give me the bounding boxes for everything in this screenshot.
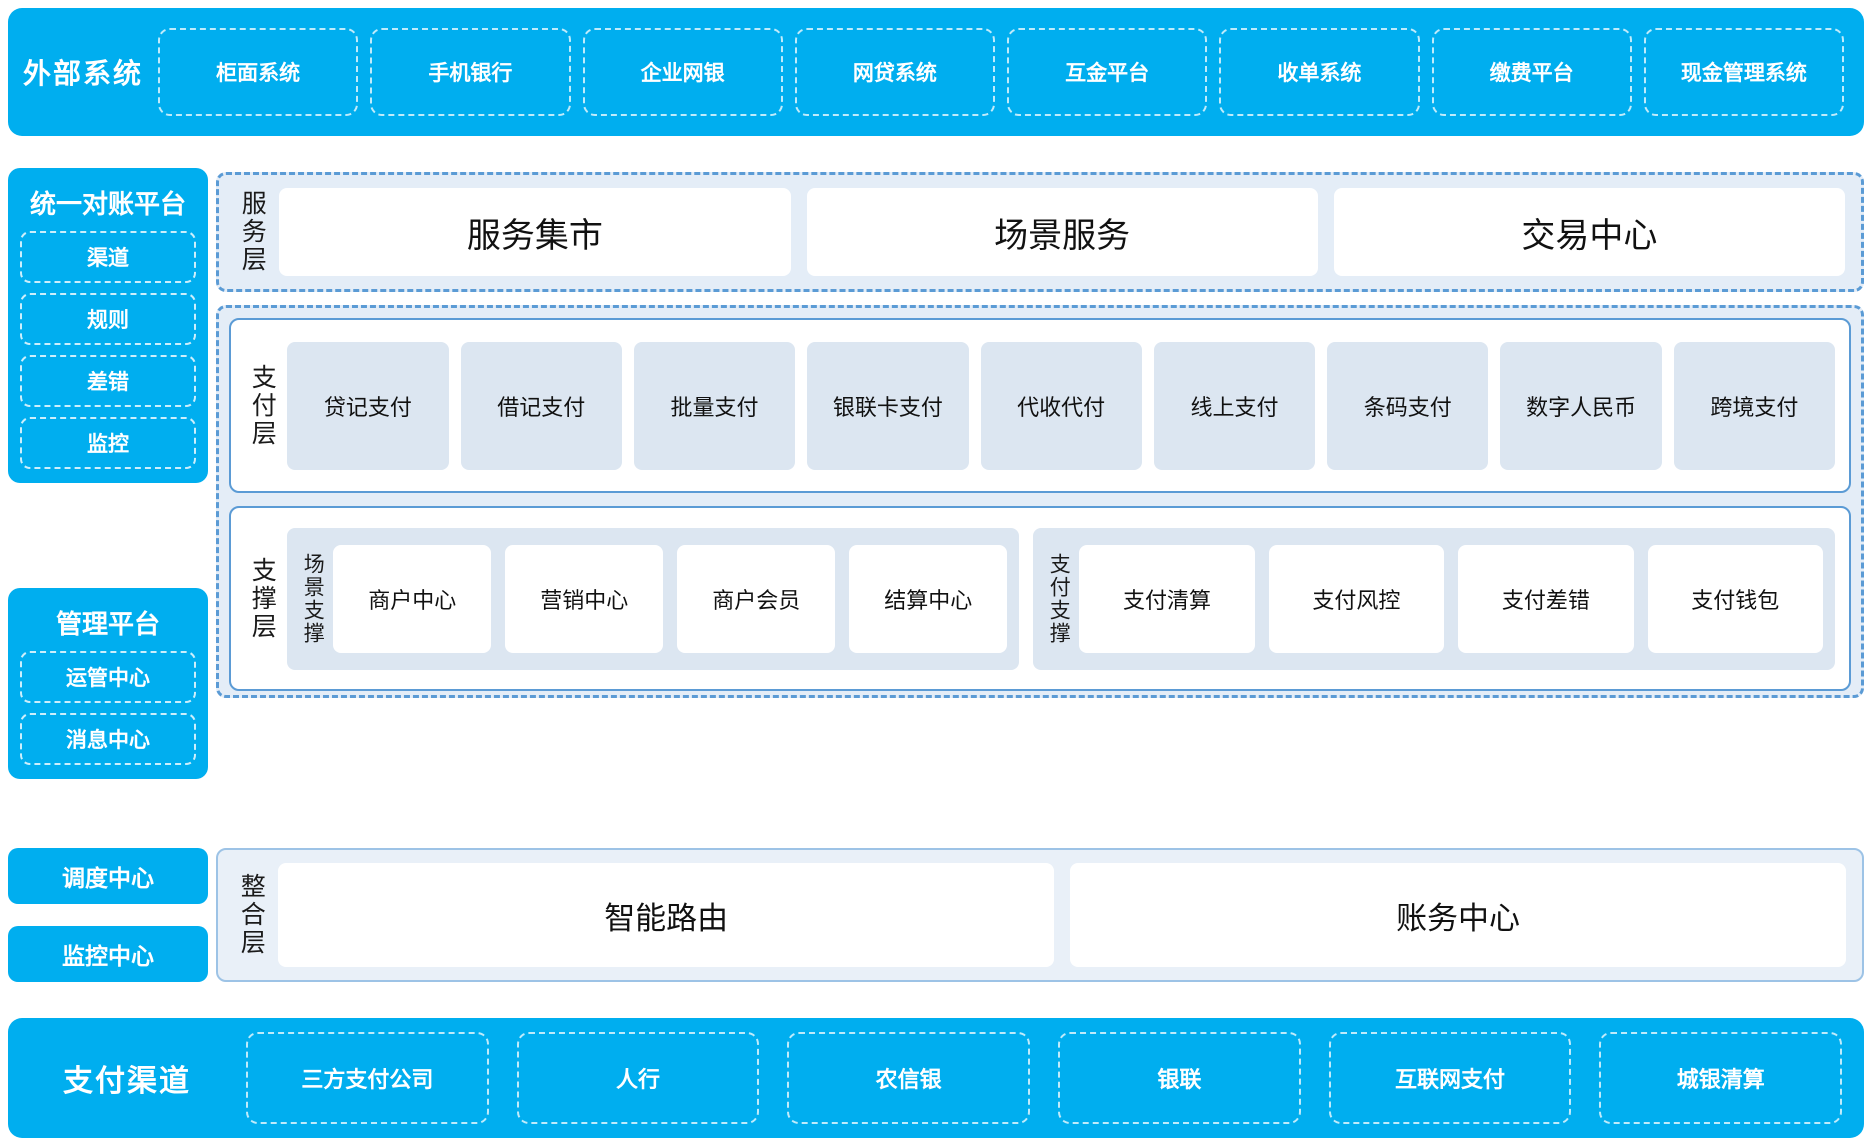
service-item-marketplace[interactable]: 服务集市: [279, 188, 791, 276]
external-systems-list: 柜面系统 手机银行 企业网银 网贷系统 互金平台 收单系统 缴费平台 现金管理系…: [158, 28, 1850, 116]
monitoring-center-button[interactable]: 监控中心: [8, 926, 208, 982]
support-item[interactable]: 支付钱包: [1647, 544, 1823, 653]
scheduling-center-button[interactable]: 调度中心: [8, 848, 208, 904]
payment-item[interactable]: 批量支付: [633, 341, 796, 470]
payment-item[interactable]: 贷记支付: [287, 341, 449, 470]
payment-support-items: 支付清算 支付风控 支付差错 支付钱包: [1079, 544, 1823, 653]
external-system-item[interactable]: 手机银行: [370, 28, 571, 116]
support-layer-label: 支撑层: [248, 556, 277, 641]
service-item-scenario[interactable]: 场景服务: [806, 188, 1318, 276]
payment-item[interactable]: 银联卡支付: [807, 341, 969, 470]
external-system-item[interactable]: 互金平台: [1007, 28, 1208, 116]
core-platform-panel: 支付层 贷记支付 借记支付 批量支付 银联卡支付 代收代付 线上支付 条码支付 …: [216, 305, 1864, 698]
management-platform-title: 管理平台: [55, 609, 160, 639]
payment-channels-title: 支付渠道: [63, 1065, 191, 1098]
payment-layer-label: 支付层: [248, 363, 277, 448]
support-item[interactable]: 支付清算: [1079, 544, 1255, 653]
reconciliation-platform-title: 统一对账平台: [29, 189, 186, 219]
payment-item[interactable]: 借记支付: [460, 341, 622, 470]
support-layer-panel: 支撑层 场景支撑 商户中心 营销中心 商户会员 结算中心 支付支撑 支付清算: [229, 506, 1851, 691]
payment-channel-item[interactable]: 互联网支付: [1328, 1032, 1572, 1124]
external-system-item[interactable]: 缴费平台: [1431, 28, 1632, 116]
service-layer-items: 服务集市 场景服务 交易中心: [279, 188, 1845, 276]
sidebar-item-monitor[interactable]: 监控: [20, 417, 196, 469]
sidebar-item-message-center[interactable]: 消息中心: [20, 713, 196, 765]
external-system-item[interactable]: 柜面系统: [158, 28, 359, 116]
payment-channels-bar: 支付渠道 三方支付公司 人行 农信银 银联 互联网支付 城银清算: [8, 1018, 1864, 1138]
external-systems-title: 外部系统: [22, 58, 143, 89]
integration-item-smart-routing[interactable]: 智能路由: [278, 863, 1055, 967]
support-item[interactable]: 结算中心: [849, 544, 1008, 653]
sidebar-item-error[interactable]: 差错: [20, 355, 196, 407]
support-layer-groups: 场景支撑 商户中心 营销中心 商户会员 结算中心 支付支撑 支付清算 支付风控 …: [287, 527, 1835, 670]
service-layer-panel: 服务层 服务集市 场景服务 交易中心: [216, 172, 1864, 292]
payment-support-label: 支付支撑: [1047, 552, 1071, 645]
payment-item[interactable]: 跨境支付: [1673, 341, 1836, 470]
support-item[interactable]: 商户中心: [333, 544, 492, 653]
payment-layer-panel: 支付层 贷记支付 借记支付 批量支付 银联卡支付 代收代付 线上支付 条码支付 …: [229, 318, 1851, 493]
management-platform-card: 管理平台 运管中心 消息中心: [8, 588, 208, 779]
payment-channel-item[interactable]: 银联: [1058, 1032, 1301, 1124]
payment-channel-item[interactable]: 人行: [516, 1032, 760, 1124]
external-systems-bar: 外部系统 柜面系统 手机银行 企业网银 网贷系统 互金平台 收单系统 缴费平台 …: [8, 8, 1864, 136]
support-item[interactable]: 支付风控: [1268, 544, 1445, 653]
payment-channel-item[interactable]: 三方支付公司: [246, 1032, 489, 1124]
scenario-support-label: 场景支撑: [301, 552, 325, 645]
support-item[interactable]: 营销中心: [505, 544, 664, 653]
payment-item[interactable]: 线上支付: [1153, 341, 1316, 470]
service-item-transaction-center[interactable]: 交易中心: [1333, 188, 1845, 276]
scenario-support-items: 商户中心 营销中心 商户会员 结算中心: [333, 544, 1008, 653]
support-item[interactable]: 商户会员: [677, 544, 836, 653]
integration-layer-panel: 整合层 智能路由 账务中心: [216, 848, 1864, 982]
external-system-item[interactable]: 收单系统: [1219, 28, 1420, 116]
payment-item[interactable]: 数字人民币: [1500, 341, 1662, 470]
payment-channel-item[interactable]: 城银清算: [1599, 1032, 1843, 1124]
payment-item[interactable]: 条码支付: [1327, 341, 1489, 470]
payment-channels-list: 三方支付公司 人行 农信银 银联 互联网支付 城银清算: [246, 1032, 1850, 1124]
external-system-item[interactable]: 企业网银: [582, 28, 783, 116]
payment-support-group: 支付支撑 支付清算 支付风控 支付差错 支付钱包: [1033, 527, 1835, 670]
service-layer-label: 服务层: [238, 190, 267, 274]
payment-channel-item[interactable]: 农信银: [787, 1032, 1031, 1124]
reconciliation-platform-card: 统一对账平台 渠道 规则 差错 监控: [8, 168, 208, 483]
scenario-support-group: 场景支撑 商户中心 营销中心 商户会员 结算中心: [287, 527, 1020, 670]
sidebar-item-channel[interactable]: 渠道: [20, 231, 196, 283]
payment-item[interactable]: 代收代付: [980, 341, 1142, 470]
external-system-item[interactable]: 现金管理系统: [1643, 28, 1844, 116]
external-system-item[interactable]: 网贷系统: [794, 28, 995, 116]
payment-layer-items: 贷记支付 借记支付 批量支付 银联卡支付 代收代付 线上支付 条码支付 数字人民…: [287, 341, 1836, 470]
integration-item-accounting-center[interactable]: 账务中心: [1070, 863, 1846, 967]
sidebar-item-rule[interactable]: 规则: [20, 293, 196, 345]
support-item[interactable]: 支付差错: [1458, 544, 1634, 653]
integration-layer-label: 整合层: [237, 873, 266, 957]
integration-layer-items: 智能路由 账务中心: [278, 863, 1846, 967]
sidebar-item-operations-center[interactable]: 运管中心: [20, 651, 196, 703]
